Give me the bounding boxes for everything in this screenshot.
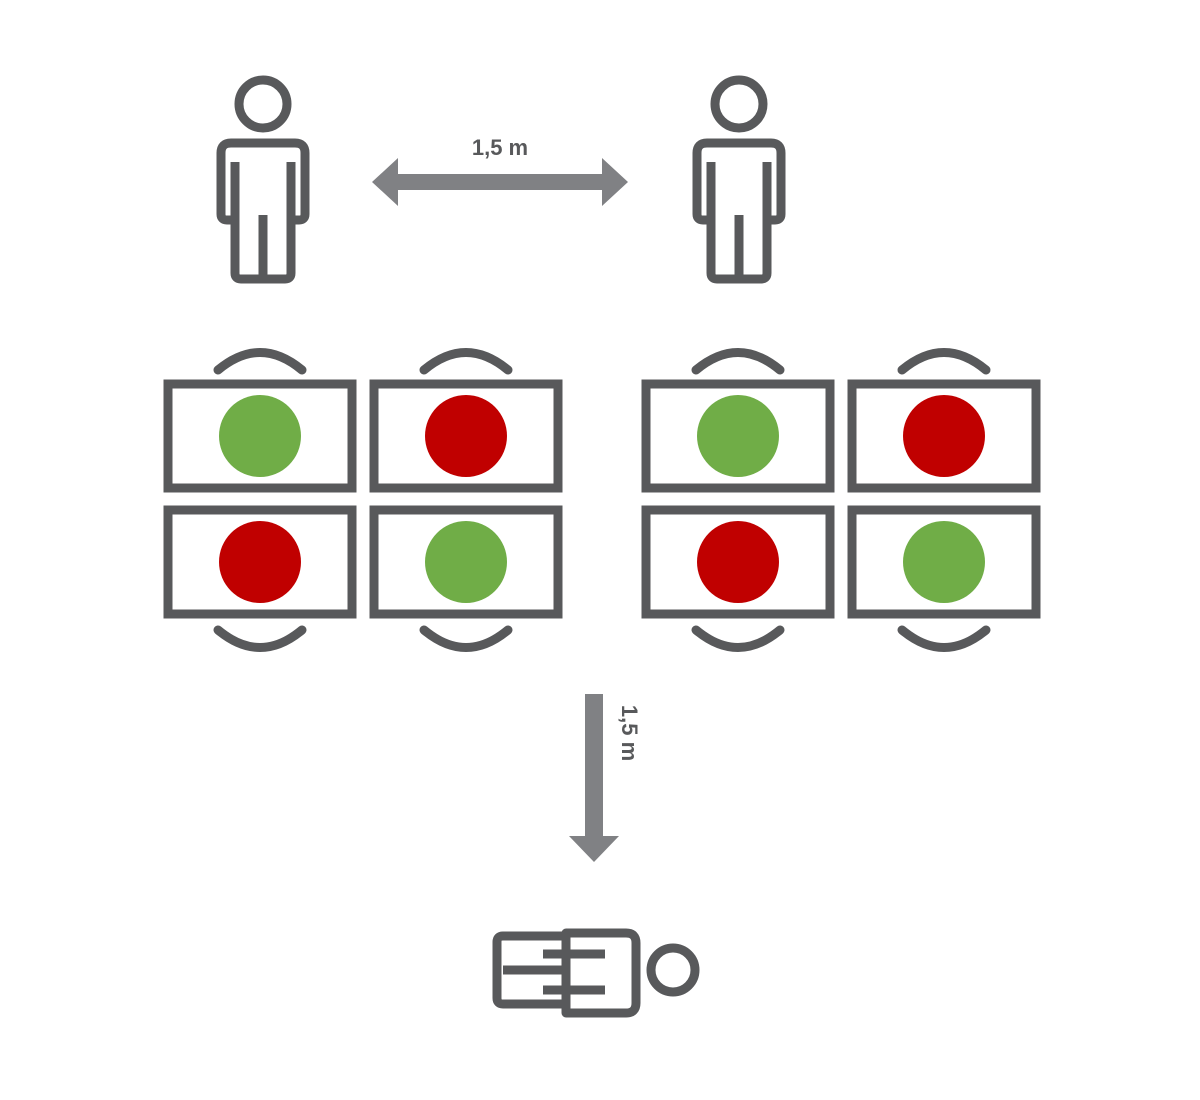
chair-icon [419, 625, 513, 652]
desk-status-dot [697, 395, 779, 477]
vertical-distance-label: 1,5 m [617, 705, 642, 761]
chair-icon [213, 625, 307, 652]
desk-status-dot [219, 395, 301, 477]
desk-status-dot [697, 521, 779, 603]
desk [369, 379, 563, 493]
chair-icon [691, 348, 785, 375]
horizontal-distance-arrow [372, 158, 628, 206]
person-bottom-icon [492, 928, 700, 1018]
desk-group-right [641, 348, 1041, 652]
desk-group-left [163, 348, 563, 652]
desk [847, 379, 1041, 493]
chair-icon [419, 348, 513, 375]
desk-status-dot [903, 521, 985, 603]
desk [163, 379, 357, 493]
desk-status-dot [903, 395, 985, 477]
vertical-distance-arrow [569, 694, 619, 862]
chair-icon [897, 625, 991, 652]
chair-icon [897, 348, 991, 375]
person-left-icon [216, 75, 310, 284]
desk-status-dot [425, 395, 507, 477]
chair-icon [213, 348, 307, 375]
desk [369, 505, 563, 619]
chair-icon [691, 625, 785, 652]
desk-status-dot [425, 521, 507, 603]
desk [641, 379, 835, 493]
desk [641, 505, 835, 619]
person-right-icon [692, 75, 786, 284]
desk-status-dot [219, 521, 301, 603]
desk [847, 505, 1041, 619]
desk [163, 505, 357, 619]
horizontal-distance-label: 1,5 m [472, 135, 528, 160]
